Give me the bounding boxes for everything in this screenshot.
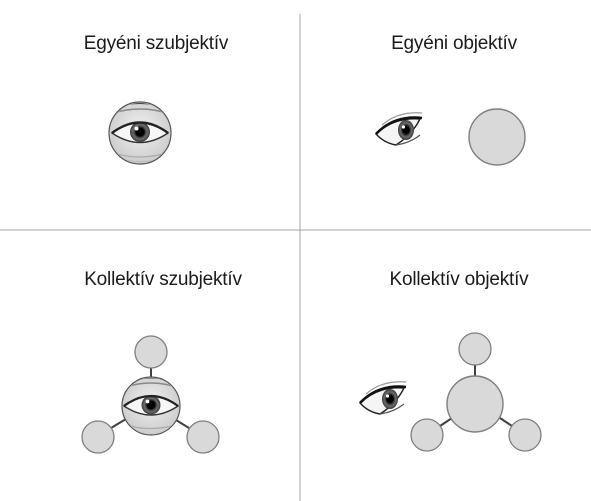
- connector-left: [440, 418, 452, 426]
- object-circle-center: [447, 376, 503, 432]
- eye-in-circle-icon: [108, 102, 172, 164]
- connector-right: [500, 418, 512, 426]
- satellite-circle-left: [411, 419, 443, 451]
- eye-side-icon: [376, 113, 422, 145]
- connector-left: [111, 419, 126, 428]
- satellite-circle-right: [187, 421, 219, 453]
- connector-right: [176, 420, 189, 428]
- satellite-circle-right: [509, 419, 541, 451]
- satellite-circle-left: [82, 421, 114, 453]
- satellite-circle-top: [135, 336, 167, 368]
- eye-side-icon: [360, 382, 406, 414]
- eye-in-circle-icon: [121, 377, 181, 436]
- satellite-circle-top: [459, 333, 491, 365]
- object-circle: [469, 109, 525, 165]
